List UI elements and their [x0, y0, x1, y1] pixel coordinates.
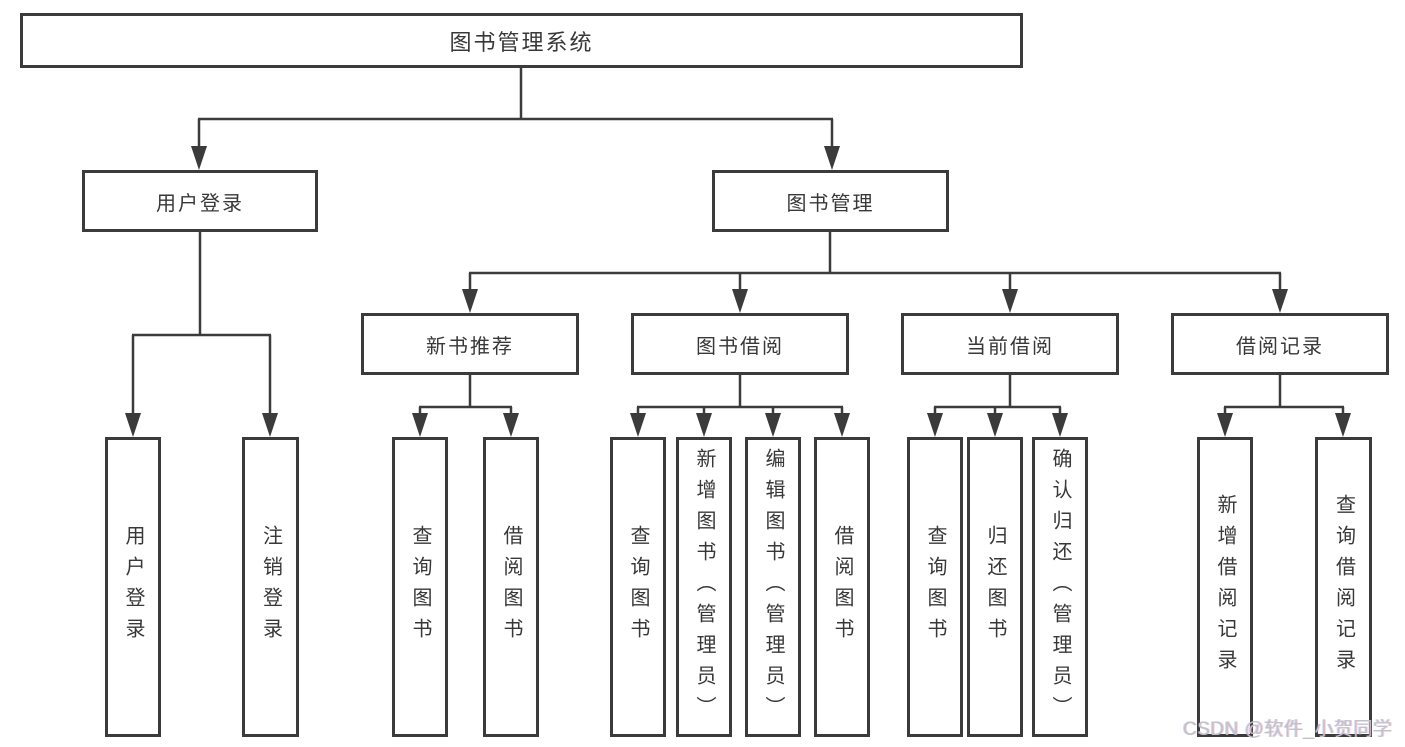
leaf-edit-books-admin-label: 编辑图书（管理员）: [762, 447, 784, 727]
node-book-borrow-label: 图书借阅: [696, 335, 784, 358]
leaf-add-borrow-record: 新增借阅记录: [1197, 437, 1253, 737]
node-book-management-label: 图书管理: [786, 192, 875, 215]
leaf-borrow-books-recommend: 借阅图书: [483, 437, 539, 737]
node-current-borrow-label: 当前借阅: [966, 335, 1054, 358]
leaf-query-books-recommend: 查询图书: [392, 437, 448, 737]
leaf-confirm-return-admin: 确认归还（管理员）: [1032, 437, 1088, 737]
leaf-return-books: 归还图书: [967, 437, 1023, 737]
node-book-borrow: 图书借阅: [631, 313, 849, 375]
leaf-logout-label: 注销登录: [259, 525, 282, 649]
connector-strokes: [131, 68, 1345, 421]
leaf-borrow-books-recommend-label: 借阅图书: [500, 525, 522, 649]
leaf-borrow-books-label: 借阅图书: [831, 525, 853, 649]
leaf-user-login-label: 用户登录: [122, 525, 144, 649]
leaf-query-books-recommend-label: 查询图书: [409, 525, 431, 649]
node-borrow-records: 借阅记录: [1171, 313, 1389, 375]
watermark: CSDN @软件_小贺同学: [1183, 719, 1393, 740]
node-user-login-label: 用户登录: [156, 192, 244, 215]
leaf-add-books-admin-label: 新增图书（管理员）: [693, 447, 715, 727]
leaf-logout: 注销登录: [242, 437, 299, 737]
leaf-query-books-current: 查询图书: [907, 437, 963, 737]
node-new-book-recommend: 新书推荐: [361, 313, 579, 375]
node-library-system-label: 图书管理系统: [449, 29, 594, 55]
leaf-query-books-borrow: 查询图书: [610, 437, 666, 737]
leaf-query-books-borrow-label: 查询图书: [627, 525, 649, 649]
node-library-system: 图书管理系统: [20, 13, 1023, 68]
leaf-user-login: 用户登录: [105, 437, 161, 737]
leaf-add-borrow-record-label: 新增借阅记录: [1214, 494, 1236, 680]
leaf-confirm-return-admin-label: 确认归还（管理员）: [1049, 447, 1071, 727]
leaf-query-borrow-record-label: 查询借阅记录: [1332, 494, 1355, 680]
node-user-login: 用户登录: [82, 170, 318, 232]
node-new-book-recommend-label: 新书推荐: [426, 335, 514, 358]
leaf-query-borrow-record: 查询借阅记录: [1315, 437, 1372, 737]
leaf-query-books-current-label: 查询图书: [924, 525, 946, 649]
leaf-borrow-books: 借阅图书: [814, 437, 870, 737]
node-current-borrow: 当前借阅: [901, 313, 1119, 375]
leaf-edit-books-admin: 编辑图书（管理员）: [745, 437, 801, 737]
leaf-return-books-label: 归还图书: [984, 525, 1006, 649]
leaf-add-books-admin: 新增图书（管理员）: [676, 437, 732, 737]
node-borrow-records-label: 借阅记录: [1236, 335, 1324, 358]
arrowheads: [125, 146, 1351, 437]
node-book-management: 图书管理: [712, 170, 949, 232]
